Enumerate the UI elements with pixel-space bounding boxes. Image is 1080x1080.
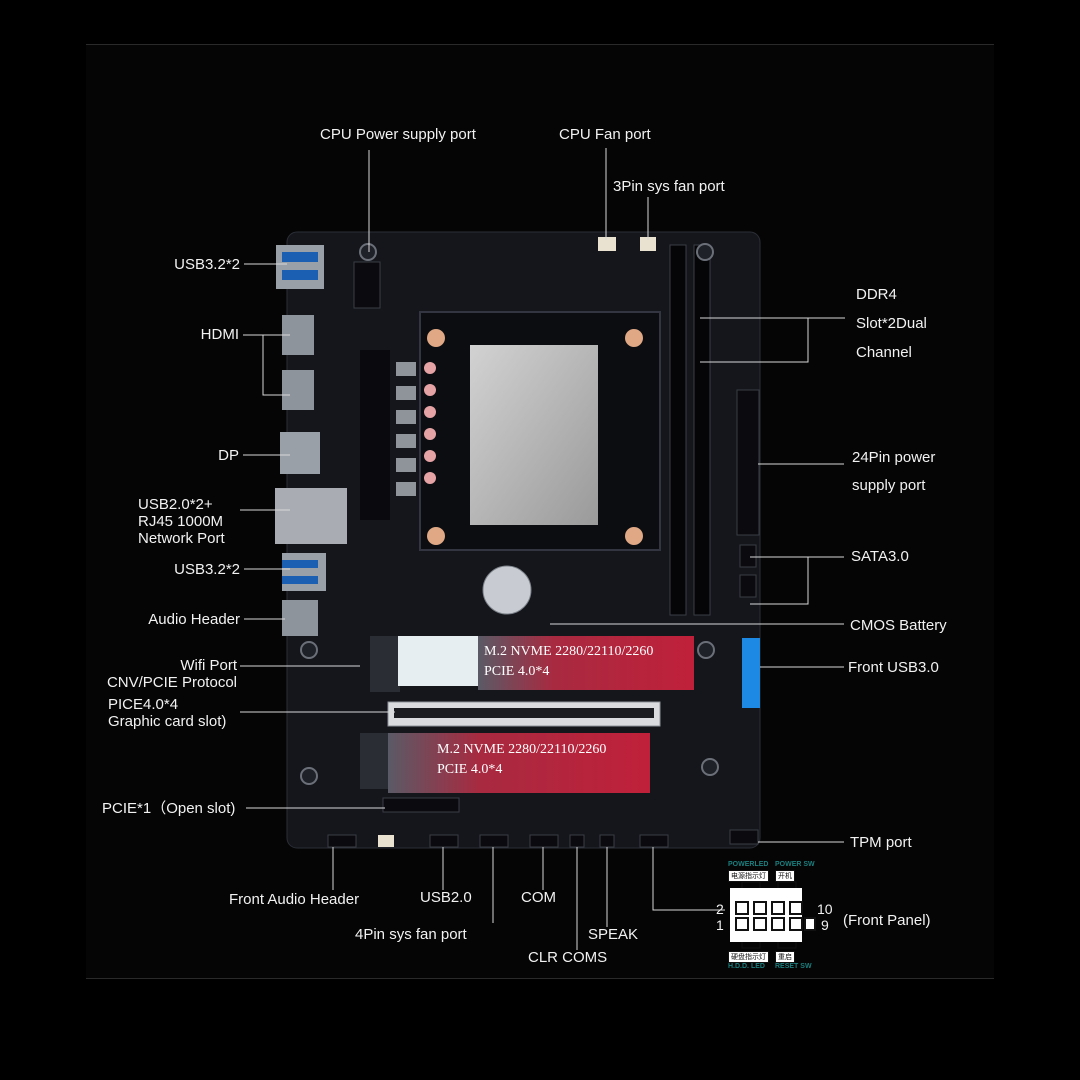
hdd-led-tag: H.D.D. LED bbox=[728, 963, 765, 970]
usb32-bottom-port bbox=[282, 553, 326, 591]
pcie-x1-label: PCIE*1（Open slot) bbox=[102, 800, 236, 817]
m2-top-highlight bbox=[478, 636, 694, 690]
pin-2-label: 2 bbox=[716, 901, 724, 917]
sata-port-1 bbox=[739, 544, 757, 568]
pcie-x1-slot bbox=[382, 797, 460, 813]
pin-9-label: 9 bbox=[821, 917, 829, 933]
cpu-power-label: CPU Power supply port bbox=[320, 126, 476, 143]
cpu-fan-label: CPU Fan port bbox=[559, 126, 651, 143]
usb32-bottom-label: USB3.2*2 bbox=[174, 561, 240, 578]
audio-jack bbox=[282, 600, 318, 636]
m2-bottom-label: M.2 NVME 2280/22110/2260 PCIE 4.0*4 bbox=[437, 742, 607, 777]
reset-sw-cn-tag: 重启 bbox=[775, 951, 795, 963]
usb32-top-label: USB3.2*2 bbox=[174, 256, 240, 273]
m2-top-card bbox=[398, 636, 478, 686]
leader-lines bbox=[240, 148, 845, 950]
sata-label: SATA3.0 bbox=[851, 548, 909, 565]
rj45-port bbox=[275, 488, 347, 544]
power-led-cn-tag: 电源指示灯 bbox=[728, 870, 769, 882]
cmos-battery-label: CMOS Battery bbox=[850, 617, 947, 634]
cmos-battery bbox=[482, 565, 532, 615]
tpm-label: TPM port bbox=[850, 834, 912, 851]
reset-sw-tag: RESET SW bbox=[775, 963, 812, 970]
power-sw-cn-tag: 开机 bbox=[775, 870, 795, 882]
pin-10-label: 10 bbox=[817, 901, 833, 917]
cpu-fan-connector bbox=[598, 237, 616, 251]
usb32-top-port bbox=[276, 245, 324, 289]
speak-label: SPEAK bbox=[588, 926, 639, 943]
dimm-slot-1 bbox=[669, 244, 687, 616]
audio-header-label: Audio Header bbox=[148, 611, 240, 628]
vrm-heatsink bbox=[360, 350, 390, 520]
m2-top-label: M.2 NVME 2280/22110/2260 PCIE 4.0*4 bbox=[484, 644, 654, 679]
hdmi-label: HDMI bbox=[200, 326, 239, 343]
dimm-slot-2 bbox=[693, 244, 711, 616]
usb20-rj45-label: USB2.0*2+ RJ45 1000M Network Port bbox=[138, 496, 225, 547]
pcie-x4-label: PICE4.0*4 Graphic card slot) bbox=[108, 696, 227, 730]
atx24-connector bbox=[736, 389, 760, 536]
dp-label: DP bbox=[218, 447, 239, 464]
clr-coms-label: CLR COMS bbox=[528, 949, 608, 966]
front-usb3-header bbox=[742, 638, 760, 708]
m2-bottom-highlight bbox=[388, 733, 650, 793]
atx24-label: 24Pin power supply port bbox=[852, 449, 936, 494]
front-panel-pin-diagram bbox=[730, 881, 816, 949]
hdd-led-cn-tag: 硬盘指示灯 bbox=[728, 951, 769, 963]
cpu-power-connector bbox=[353, 261, 381, 309]
sys-fan-3pin-label: 3Pin sys fan port bbox=[613, 178, 725, 195]
power-sw-tag: POWER SW bbox=[775, 861, 815, 868]
front-audio-label: Front Audio Header bbox=[229, 891, 360, 908]
hdmi-port-2 bbox=[282, 370, 314, 410]
front-usb3-label: Front USB3.0 bbox=[848, 659, 939, 676]
fan-4pin-label: 4Pin sys fan port bbox=[355, 926, 467, 943]
com-label: COM bbox=[521, 889, 556, 906]
dp-port bbox=[280, 432, 320, 474]
wifi-port-label: Wifi Port CNV/PCIE Protocol bbox=[106, 657, 237, 691]
usb20-label: USB2.0 bbox=[420, 889, 472, 906]
pin-1-label: 1 bbox=[716, 917, 724, 933]
sys-fan-3pin-connector bbox=[640, 237, 656, 251]
cpu-lid bbox=[470, 345, 598, 525]
ddr4-label: DDR4 Slot*2Dual Channel bbox=[856, 286, 927, 361]
front-panel-label: (Front Panel) bbox=[843, 912, 931, 929]
tpm-header bbox=[729, 829, 759, 845]
sata-port-2 bbox=[739, 574, 757, 598]
power-led-tag: POWERLED bbox=[728, 861, 769, 868]
